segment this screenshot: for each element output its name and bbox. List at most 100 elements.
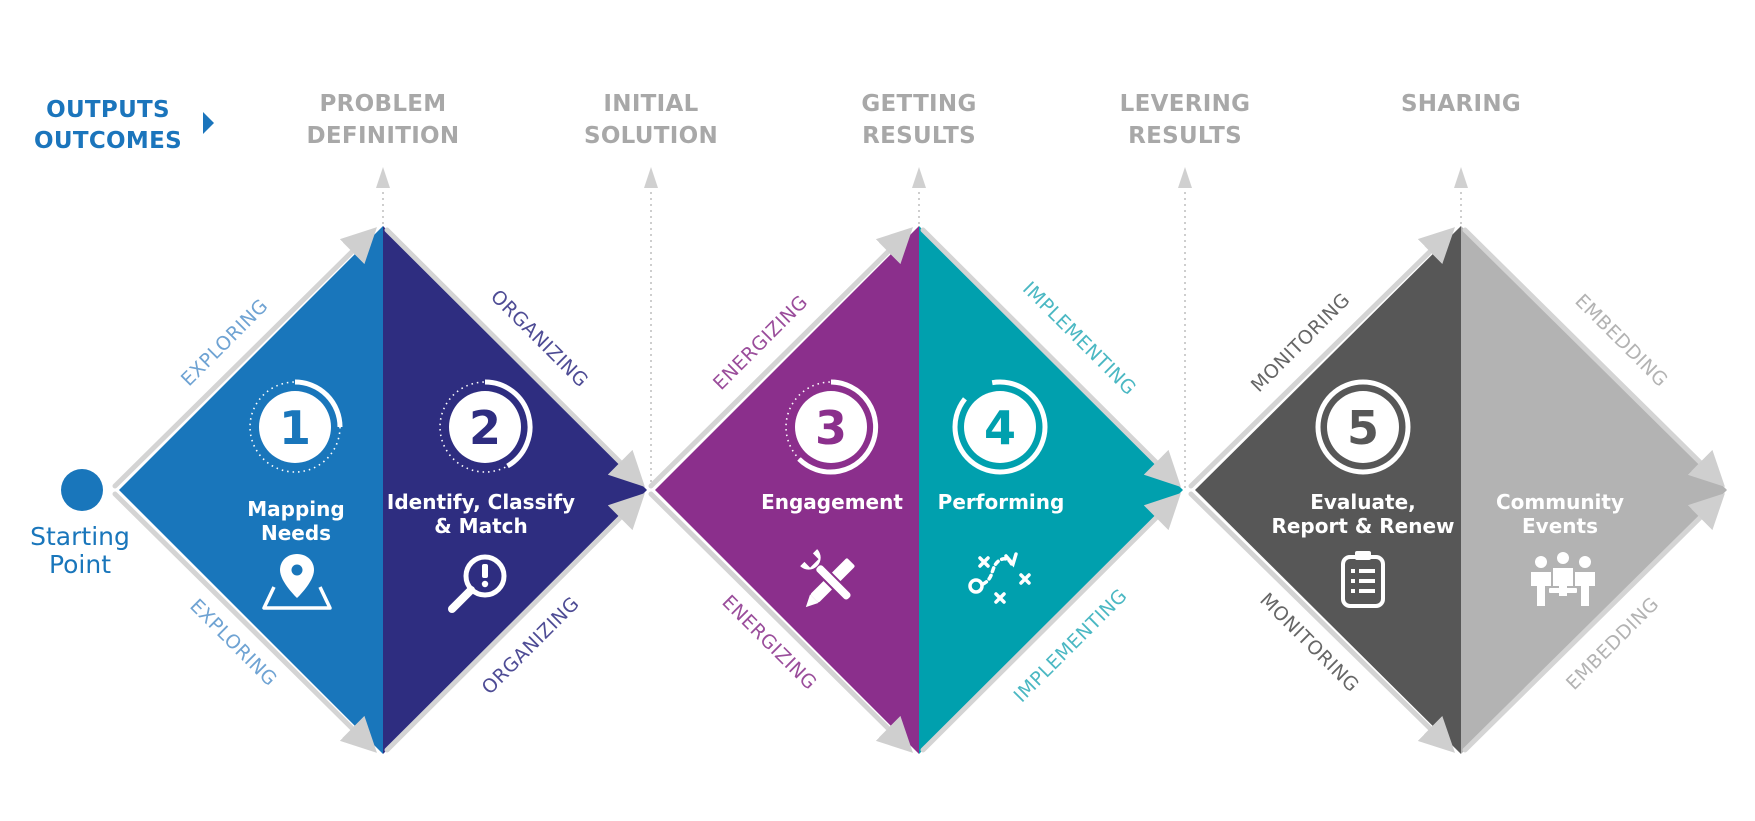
output-heading-1-line-1: PROBLEM [319,91,446,117]
output-heading-4-line-1: LEVERING [1120,91,1251,117]
pin-shape [280,554,314,598]
magnifier-handle [448,586,475,613]
stage-4-panel [919,226,1183,754]
clipboard-list-icon [1341,551,1385,608]
stage-2-badge: 2 [439,379,533,473]
stage-3-panel [655,226,919,754]
stage-2-title-line-1: Identify, Classify [387,490,575,514]
connector-head-1 [376,167,390,188]
connector-head-4 [1178,167,1192,188]
stage-1-badge: 1 [249,379,343,473]
map-outline [262,586,332,610]
strategy-play-icon [968,552,1031,604]
pencil-tip [805,594,819,608]
pin-hole [291,564,303,576]
badge-3-progress-arc [797,379,879,475]
stage-4-number: 4 [984,401,1016,455]
stage-1-title-line-2: Needs [261,521,331,545]
badge-5-full-ring [1315,379,1411,475]
diamond-1 [119,226,647,754]
connector-head-3 [912,167,926,188]
starting-point-dot [61,469,103,511]
badge-2-progress-arc [484,379,533,469]
stage-4-title: Performing [938,490,1065,514]
legend: OUTPUTS OUTCOMES [34,97,214,154]
output-heading-3-line-2: RESULTS [862,123,976,149]
person-2-head [1557,552,1569,564]
edge-arrow-2a [384,227,645,487]
output-heading-1-line-2: DEFINITION [307,123,460,149]
alert-dot [481,580,489,588]
stage-6-panel [1461,226,1727,754]
badge-1-disc [259,391,331,463]
person-2-body [1553,568,1573,596]
person-1-head [1535,556,1547,568]
starting-point: Starting Point [30,469,130,579]
stage-3-title: Engagement [761,490,903,514]
starting-point-line-2: Point [49,550,111,579]
stage-6-title-line-1: Community [1496,490,1624,514]
legend-line-1: OUTPUTS [46,97,170,123]
edge-arrows [112,227,1725,753]
x-mark-3 [994,592,1006,604]
starting-point-line-1: Starting [30,522,130,551]
list-bullet-3 [1351,589,1355,593]
stage-1-panel [119,226,383,754]
edge-arrow-6b [1462,493,1725,753]
stage-titles: Mapping Needs Identify, Classify & Match… [247,490,1624,545]
connector-heads [376,167,1468,188]
output-heading-2-line-2: SOLUTION [584,123,718,149]
badge-4-progress-arc [952,379,1048,475]
alert-bar [482,564,488,578]
edge-arrow-4b [920,493,1181,753]
stage-5-panel [1195,226,1461,754]
output-heading-5-line-1: SHARING [1401,91,1521,117]
stage-4-badge: 4 [952,379,1048,475]
legend-line-2: OUTCOMES [34,128,182,154]
community-table [1549,588,1577,593]
diamond-3 [1195,226,1727,754]
output-headings: PROBLEM DEFINITION INITIAL SOLUTION GETT… [307,91,1521,149]
edge-arrow-6a [1462,227,1725,487]
edge-arrow-1b [112,491,377,753]
list-line-1 [1359,569,1375,573]
badge-2-disc [449,391,521,463]
stage-5-title-line-2: Report & Renew [1271,514,1454,538]
badge-3-disc [795,391,867,463]
badge-1-progress-arc [294,379,343,428]
stage-2-panel [383,226,647,754]
person-3-head [1579,556,1591,568]
community-people-icon [1531,552,1595,606]
output-connectors [382,182,1462,488]
stage-6-title-line-2: Events [1522,514,1598,538]
edge-arrow-5b [1188,491,1455,753]
badge-5-disc [1327,391,1399,463]
x-mark-1 [978,556,990,568]
wrench-head [800,549,821,570]
stage-3-badge: 3 [785,379,879,475]
output-heading-3-line-1: GETTING [861,91,976,117]
diamond-2 [655,226,1183,754]
edge-arrow-3b [648,491,913,753]
magnifier-alert-icon [448,554,507,613]
edge-arrow-5a [1188,227,1455,489]
wrench-pencil-icon [800,549,855,608]
clipboard-clip [1355,551,1371,560]
play-arrow [1004,552,1018,568]
person-1-body [1531,572,1551,606]
stage-5-number: 5 [1347,401,1379,455]
connector-head-5 [1454,167,1468,188]
stage-1-title-line-1: Mapping [247,497,344,521]
stage-5-title-line-1: Evaluate, [1310,490,1416,514]
play-start-circle [968,578,984,594]
stage-2-title-line-2: & Match [434,514,527,538]
x-mark-2 [1019,573,1031,585]
list-bullet-1 [1351,569,1355,573]
stage-1-number: 1 [279,401,311,455]
map-pin-icon [262,554,332,610]
edge-arrow-3a [648,227,913,489]
stage-3-number: 3 [815,401,847,455]
person-3-body [1575,572,1595,606]
list-line-2 [1359,579,1375,583]
